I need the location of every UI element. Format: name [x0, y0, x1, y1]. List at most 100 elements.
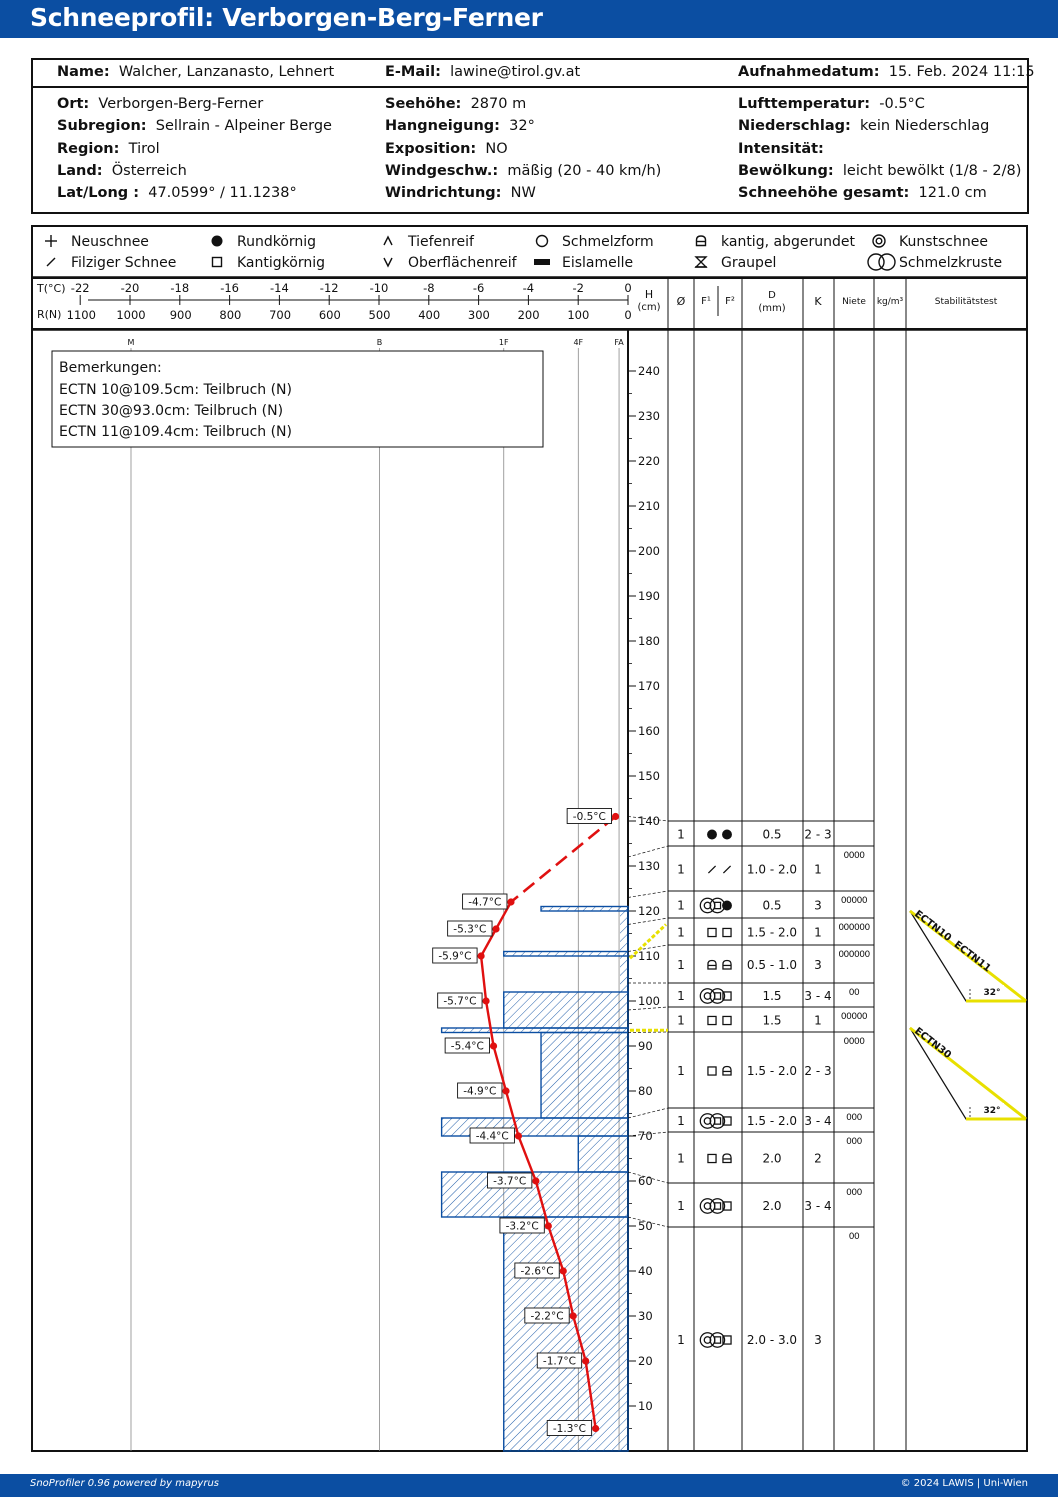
layer-connector-11: [627, 1216, 669, 1228]
h-tick-label-5: 190: [638, 589, 660, 603]
temp-label-box-6: [457, 1082, 503, 1099]
temp-label-box-5: [444, 1037, 490, 1054]
col-header-f2: F²: [725, 296, 735, 307]
sq: [707, 1015, 717, 1026]
legend-square-icon: [211, 256, 223, 268]
temp-label-11: -2.2°C: [530, 1311, 563, 1323]
caret-down: [383, 257, 393, 268]
col-header-f1: F¹: [701, 296, 711, 307]
temp-label-7: -4.4°C: [476, 1131, 509, 1143]
temp-label-box-4: [437, 992, 483, 1009]
melt-d: [714, 1117, 722, 1125]
h-tick-label-13: 110: [638, 949, 660, 963]
layer-k-6: 1: [814, 1014, 822, 1028]
h-tick-label-14: 100: [638, 994, 660, 1008]
layer-d-1: 1.0 - 2.0: [747, 863, 797, 877]
temp-point-3: [477, 952, 485, 960]
layer-f2-icon-8: [722, 1116, 732, 1126]
layer-phi-0: 1: [677, 828, 685, 842]
layer-connector-10: [627, 1171, 669, 1184]
layer-d-4: 0.5 - 1.0: [747, 958, 797, 972]
hardness-bar-10: [540, 905, 629, 912]
temp-label-box-7: [469, 1127, 515, 1144]
temp-point-2: [492, 925, 500, 933]
ring: [535, 234, 549, 248]
h-tick-label-11: 130: [638, 859, 660, 873]
layer-k-9: 2: [814, 1152, 822, 1166]
title-bar: Schneeprofil: Verborgen-Berg-Ferner: [0, 0, 1058, 38]
h-tick-label-2: 220: [638, 454, 660, 468]
temp-label-box-11: [524, 1307, 570, 1324]
layer-connector-8: [627, 1107, 669, 1119]
layer-phi-3: 1: [677, 926, 685, 940]
rsq-shape: [722, 959, 732, 970]
h-tick-label-20: 40: [638, 1264, 653, 1278]
layer-f1-icon-8: [699, 1113, 726, 1129]
h-tick-label-0: 240: [638, 364, 660, 378]
sq: [211, 256, 223, 268]
date-field: Aufnahmedatum: 15. Feb. 2024 11:15: [738, 64, 1035, 80]
temp-label-12: -1.7°C: [543, 1356, 576, 1368]
layer-f2-icon-0: [722, 829, 732, 840]
legend-label-3: Kantigkörnig: [237, 255, 325, 271]
stability-slope-1: [909, 1026, 1027, 1121]
hardness-bar-8: [503, 950, 629, 957]
h-tick-label-6: 180: [638, 634, 660, 648]
meta-col2-row-3: Windgeschw.: mäßig (20 - 40 km/h): [385, 162, 662, 179]
temp-point-7: [514, 1132, 523, 1140]
footer-bar: SnoProfiler 0.96 powered by mapyrus © 20…: [0, 1474, 1058, 1497]
h-tick-label-10: 140: [638, 814, 660, 828]
layer-niete-6: 00000: [841, 1012, 868, 1022]
layer-k-3: 1: [814, 926, 822, 940]
temp-point-13: [592, 1424, 600, 1433]
axis-r-tick-4: 700: [269, 308, 291, 322]
layer-niete-8: 000: [846, 1113, 862, 1123]
melt-c: [703, 1117, 712, 1125]
hourglass: [694, 256, 708, 268]
layer-k-4: 3: [814, 958, 822, 972]
temp-label-box-10: [514, 1262, 560, 1279]
legend-label-7: Eislamelle: [562, 255, 633, 271]
layer-d-7: 1.5 - 2.0: [747, 1064, 797, 1078]
layer-d-2: 0.5: [762, 899, 781, 913]
legend-rounded-square-icon: [695, 235, 707, 247]
legend-filled-bar-icon: [534, 259, 550, 265]
stability-angle-bg-1: [982, 1103, 1004, 1116]
col-header-d-unit: (mm): [758, 303, 785, 314]
layer-k-1: 1: [814, 863, 822, 877]
sq: [722, 1116, 732, 1126]
layer-f1-icon-7: [707, 1066, 717, 1076]
axis-t-tick-7: -8: [423, 281, 434, 295]
temp-label-box-13: [546, 1420, 593, 1436]
layer-f1-icon-11: [699, 1332, 726, 1348]
axis-r-label: R(N): [37, 308, 61, 321]
layer-connector-2: [627, 890, 669, 898]
melt-d: [714, 1202, 722, 1210]
axis-r-tick-11: 0: [624, 308, 631, 322]
temp-label-10: -2.6°C: [521, 1266, 554, 1278]
axis-r-tick-1: 1000: [116, 308, 145, 322]
layer-d-5: 1.5: [762, 989, 781, 1003]
layer-f2-icon-7: [722, 1065, 732, 1076]
layer-d-11: 2.0 - 3.0: [747, 1333, 797, 1347]
legend-label-8: kantig, abgerundet: [721, 234, 855, 250]
layer-niete-11: 00: [849, 1232, 860, 1242]
axis-t-tick-4: -14: [270, 281, 289, 295]
meta-col2-row-2: Exposition: NO: [385, 140, 508, 157]
layer-k-0: 2 - 3: [804, 828, 831, 842]
legend-label-6: Schmelzform: [562, 234, 654, 250]
ring-in: [875, 237, 883, 245]
h-tick-label-15: 90: [638, 1039, 653, 1053]
h-tick-label-4: 200: [638, 544, 660, 558]
legend-melt-crust-icon: [867, 253, 896, 271]
slash-line: [707, 865, 717, 874]
legend-plus-icon: [45, 235, 57, 247]
legend-filled-circle-icon: [211, 235, 223, 247]
layer-phi-11: 1: [677, 1333, 685, 1347]
layer-niete-4: 000000: [838, 950, 870, 960]
layer-f1-icon-6: [707, 1015, 717, 1026]
axis-t-tick-10: -2: [572, 281, 583, 295]
axis-t-tick-5: -12: [320, 281, 339, 295]
h-tick-label-17: 70: [638, 1129, 653, 1143]
temp-point-12: [582, 1357, 590, 1365]
